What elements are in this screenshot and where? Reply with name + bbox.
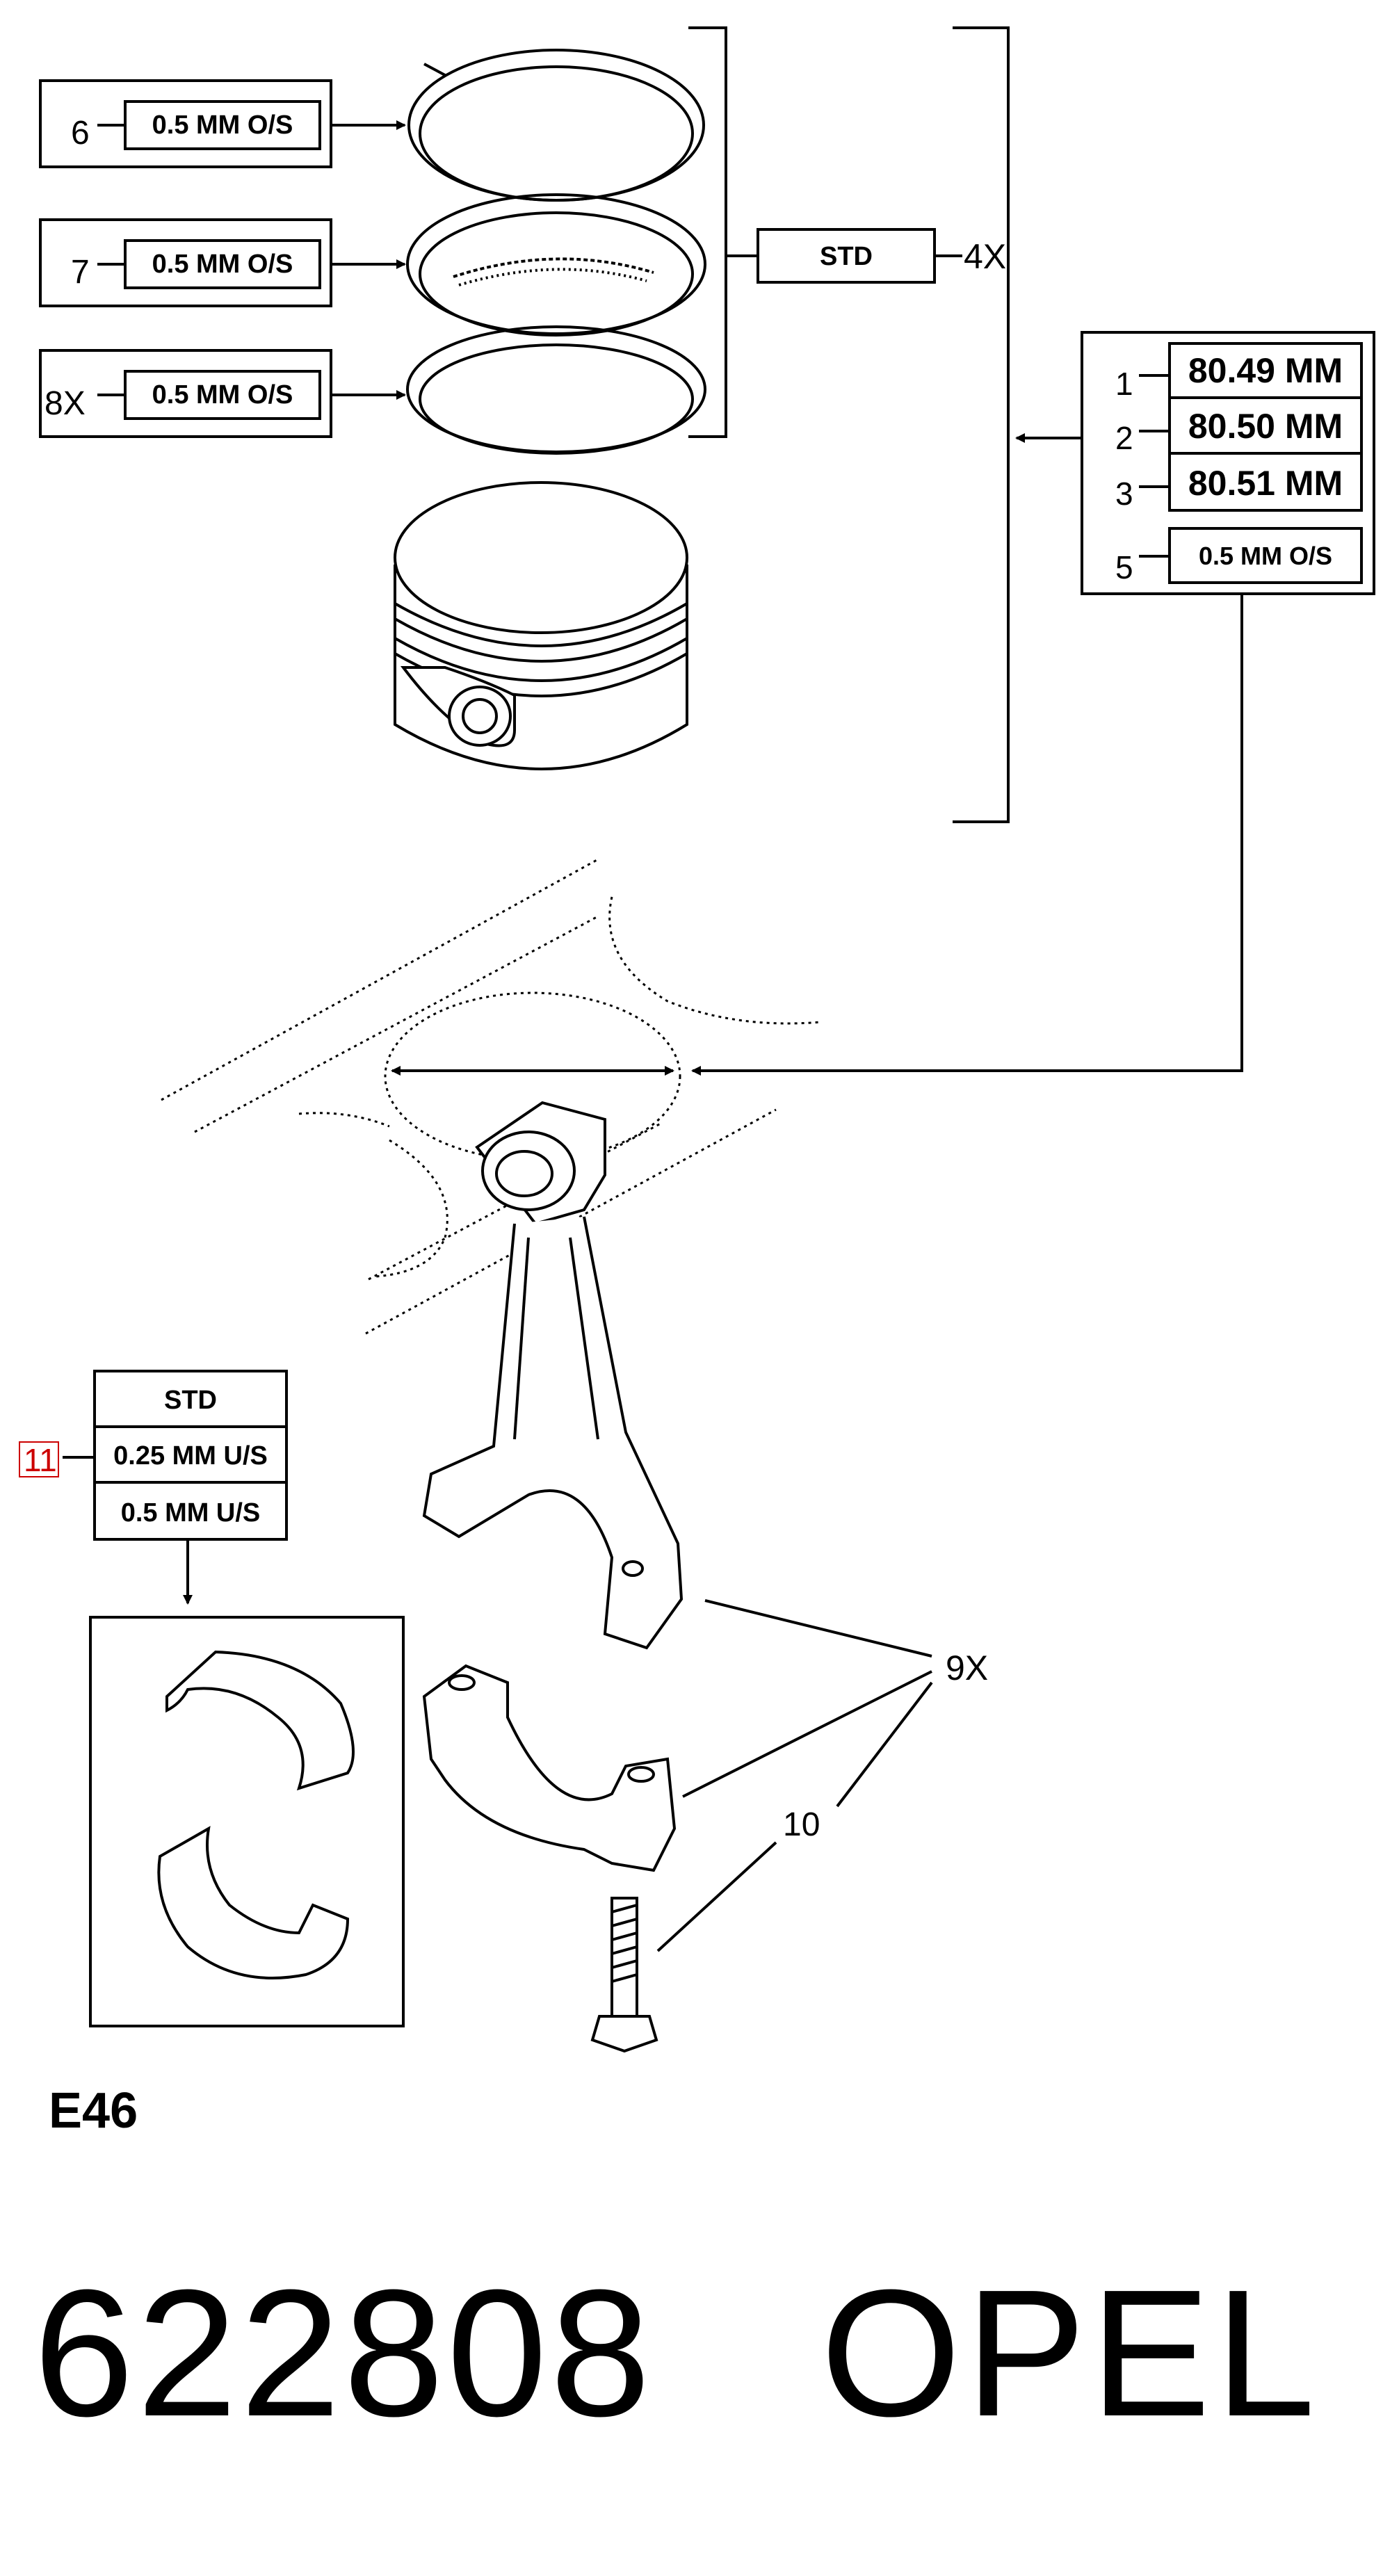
callout-11-frame [19,1441,59,1477]
piston-size-2-value: 80.50 MM [1188,407,1343,446]
ring-set-bracket [688,26,758,438]
callout-3: 3 [1115,476,1133,512]
bearing-size-025-value: 0.25 MM U/S [113,1441,268,1471]
callout-11[interactable]: 11 [24,1442,57,1478]
callout-2: 2 [1115,420,1133,456]
callout-1: 1 [1115,366,1133,402]
cylinder-block-outline [161,858,821,1335]
callout-7: 7 [71,254,90,291]
bearing-size-025[interactable]: 0.25 MM U/S [93,1425,288,1484]
ring-6-size: 0.5 MM O/S [152,111,293,140]
piston-ring-7-drawing [406,193,706,337]
bearing-size-05[interactable]: 0.5 MM U/S [93,1481,288,1541]
callout-4x: 4X [964,237,1006,276]
piston-oversize-value: 0.5 MM O/S [1199,542,1332,570]
piston-size-1-value: 80.49 MM [1188,351,1343,390]
bearing-size-05-value: 0.5 MM U/S [121,1498,261,1528]
piston-ring-6-drawing [407,49,705,202]
callout-10: 10 [783,1806,820,1843]
connecting-rod-drawing [422,1101,684,1650]
callout-8x: 8X [45,385,86,422]
piston-size-1[interactable]: 1 80.49 MM [1115,342,1363,402]
piston-assembly-bracket [953,26,1010,823]
ring-8-size: 0.5 MM O/S [152,380,293,410]
brand-name: OPEL [820,2253,1320,2454]
bearing-shells-drawing [89,1616,405,2027]
piston-oversize[interactable]: 5 0.5 MM O/S [1115,527,1363,585]
piston-size-3[interactable]: 3 80.51 MM [1115,452,1363,512]
callout-5: 5 [1115,549,1133,585]
leader-lines-9x-10 [656,1599,933,1952]
piston-size-2[interactable]: 2 80.50 MM [1115,396,1363,456]
diagram-code: E46 [49,2083,138,2139]
piston-size-3-value: 80.51 MM [1188,464,1343,503]
ring-set-std: STD [820,242,873,271]
bearing-size-std-value: STD [164,1386,217,1415]
piston-drawing [394,481,688,770]
arrow-bore-size [691,594,1243,1076]
callout-6: 6 [71,115,90,152]
ring-7-size: 0.5 MM O/S [152,250,293,279]
rod-bolt-drawing [590,1897,658,2053]
ring-7-label[interactable]: 7 0.5 MM O/S [39,218,332,307]
piston-ring-8-drawing [406,325,706,455]
connecting-rod-cap-drawing [422,1664,677,1872]
part-number: 622808 [33,2253,654,2454]
callout-9x: 9X [946,1649,988,1687]
bearing-size-std[interactable]: STD [93,1370,288,1428]
ring-set-label[interactable]: STD [757,228,936,284]
ring-6-label[interactable]: 6 0.5 MM O/S [39,79,332,168]
ring-8x-label[interactable]: 8X 0.5 MM O/S [39,349,332,438]
